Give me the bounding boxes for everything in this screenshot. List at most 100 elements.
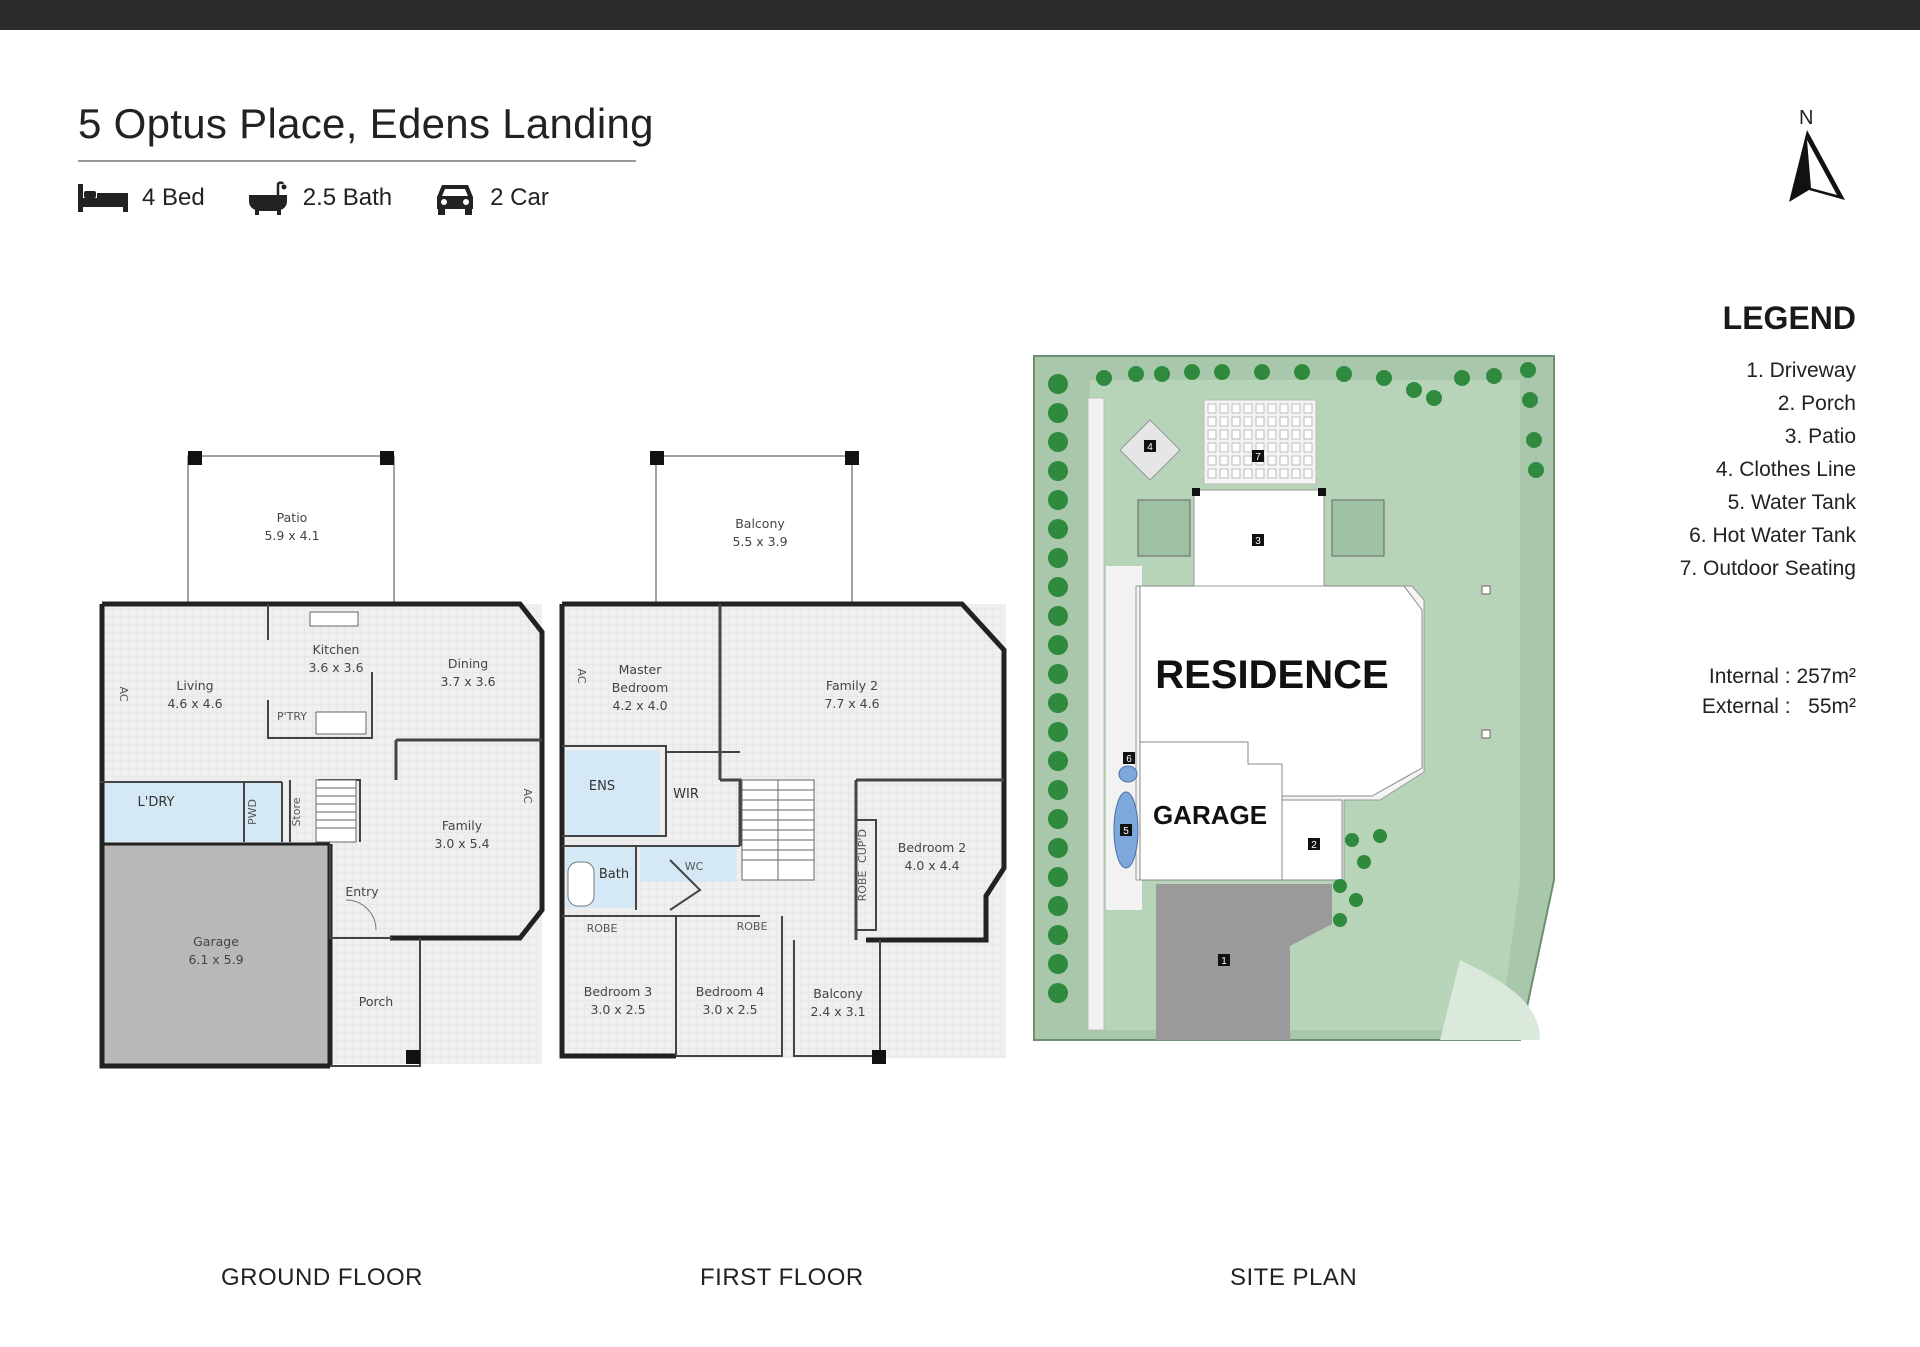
- tree-icon: [1333, 913, 1347, 927]
- seating-tile: [1219, 468, 1229, 479]
- room-bedroom-3: Bedroom 3: [584, 984, 652, 999]
- room-wir: WIR: [673, 787, 699, 802]
- room-balcony-small-size: 2.4 x 3.1: [810, 1004, 865, 1019]
- ac-unit: AC: [521, 788, 534, 803]
- tree-icon: [1336, 366, 1352, 382]
- marker-porch: 2: [1311, 840, 1317, 851]
- seating-tile: [1279, 416, 1289, 427]
- tree-icon: [1520, 362, 1536, 378]
- seating-tile: [1255, 468, 1265, 479]
- tree-icon: [1048, 867, 1068, 887]
- tree-icon: [1048, 548, 1068, 568]
- tree-icon: [1406, 382, 1422, 398]
- garage-label: GARAGE: [1153, 800, 1267, 830]
- robe: ROBE: [587, 922, 618, 935]
- legend-item: 7. Outdoor Seating: [1679, 557, 1856, 580]
- room-patio-size: 5.9 x 4.1: [264, 528, 319, 543]
- seating-tile: [1231, 442, 1241, 453]
- tree-icon: [1048, 635, 1068, 655]
- room-balcony-size: 5.5 x 3.9: [732, 534, 787, 549]
- room-family-2: Family 2: [826, 678, 878, 693]
- bath-icon: [248, 181, 287, 215]
- robe: ROBE: [737, 920, 768, 933]
- seating-tile: [1303, 468, 1313, 479]
- bed-icon: [78, 184, 128, 212]
- room-bedroom-2: Bedroom 2: [898, 840, 966, 855]
- tree-icon: [1096, 370, 1112, 386]
- room-laundry: L'DRY: [138, 795, 175, 810]
- seating-tile: [1219, 455, 1229, 466]
- seating-tile: [1243, 442, 1253, 453]
- marker-driveway: 1: [1221, 956, 1227, 967]
- room-bedroom-4: Bedroom 4: [696, 984, 765, 999]
- room-garage-size: 6.1 x 5.9: [188, 952, 243, 967]
- tree-icon: [1486, 368, 1502, 384]
- external-area: External : 55m²: [1701, 695, 1856, 718]
- tree-icon: [1048, 925, 1068, 945]
- room-wc: WC: [685, 860, 704, 873]
- tree-icon: [1154, 366, 1170, 382]
- marker-hot-water-tank: 6: [1126, 754, 1132, 765]
- tree-icon: [1048, 519, 1068, 539]
- tree-icon: [1048, 490, 1068, 510]
- seating-tile: [1291, 403, 1301, 414]
- cupboard: CUP'D: [856, 829, 869, 863]
- seating-tile: [1303, 455, 1313, 466]
- room-ensuite: ENS: [589, 779, 615, 794]
- property-title: 5 Optus Place, Edens Landing: [78, 100, 654, 147]
- seating-tile: [1231, 468, 1241, 479]
- tree-icon: [1048, 751, 1068, 771]
- north-compass-icon: N: [1789, 107, 1845, 202]
- seating-tile: [1231, 416, 1241, 427]
- tree-icon: [1048, 780, 1068, 800]
- room-master-bedroom: Master: [619, 662, 663, 677]
- ac-unit: AC: [117, 686, 130, 701]
- north-label: N: [1799, 107, 1813, 129]
- room-patio: Patio: [277, 510, 308, 525]
- legend-list: 1. Driveway 2. Porch 3. Patio 4. Clothes…: [1680, 354, 1856, 585]
- area-summary: Internal : 257m² External : 55m²: [1702, 662, 1856, 722]
- robe: ROBE: [856, 871, 869, 902]
- tree-icon: [1184, 364, 1200, 380]
- room-bath: Bath: [599, 867, 629, 882]
- room-kitchen: Kitchen: [313, 642, 360, 657]
- first-floor-plan: Balcony 5.5 x 3.9 Master Bedroom 4.2 x 4…: [559, 451, 1007, 1064]
- ac-unit: AC: [575, 668, 588, 683]
- tree-icon: [1254, 364, 1270, 380]
- seating-tile: [1279, 442, 1289, 453]
- room-dining: Dining: [448, 656, 488, 671]
- tree-icon: [1048, 577, 1068, 597]
- tree-icon: [1048, 693, 1068, 713]
- tree-icon: [1214, 364, 1230, 380]
- seating-tile: [1291, 416, 1301, 427]
- trees: [1048, 362, 1544, 1037]
- room-family-2-size: 7.7 x 4.6: [824, 696, 879, 711]
- room-kitchen-size: 3.6 x 3.6: [308, 660, 363, 675]
- marker-clothes-line: 4: [1147, 442, 1153, 453]
- tree-icon: [1048, 896, 1068, 916]
- internal-area: Internal : 257m²: [1708, 665, 1856, 688]
- seating-tile: [1219, 416, 1229, 427]
- tree-icon: [1373, 829, 1387, 843]
- seating-tile: [1207, 442, 1217, 453]
- tree-icon: [1349, 893, 1363, 907]
- tree-icon: [1376, 370, 1392, 386]
- room-store: Store: [290, 797, 303, 826]
- room-dining-size: 3.7 x 3.6: [440, 674, 495, 689]
- tree-icon: [1522, 392, 1538, 408]
- seating-tile: [1267, 442, 1277, 453]
- seating-tile: [1207, 416, 1217, 427]
- seating-tile: [1303, 416, 1313, 427]
- legend-item: 6. Hot Water Tank: [1689, 524, 1856, 547]
- seating-tile: [1207, 455, 1217, 466]
- seating-tile: [1291, 442, 1301, 453]
- tree-icon: [1048, 954, 1068, 974]
- top-bar: [0, 0, 1920, 30]
- tree-icon: [1048, 432, 1068, 452]
- seating-tile: [1243, 403, 1253, 414]
- legend-item: 3. Patio: [1784, 425, 1856, 448]
- room-balcony-small: Balcony: [813, 986, 863, 1001]
- seating-tile: [1255, 403, 1265, 414]
- feature-car-label: 2 Car: [490, 184, 549, 211]
- seating-tile: [1255, 416, 1265, 427]
